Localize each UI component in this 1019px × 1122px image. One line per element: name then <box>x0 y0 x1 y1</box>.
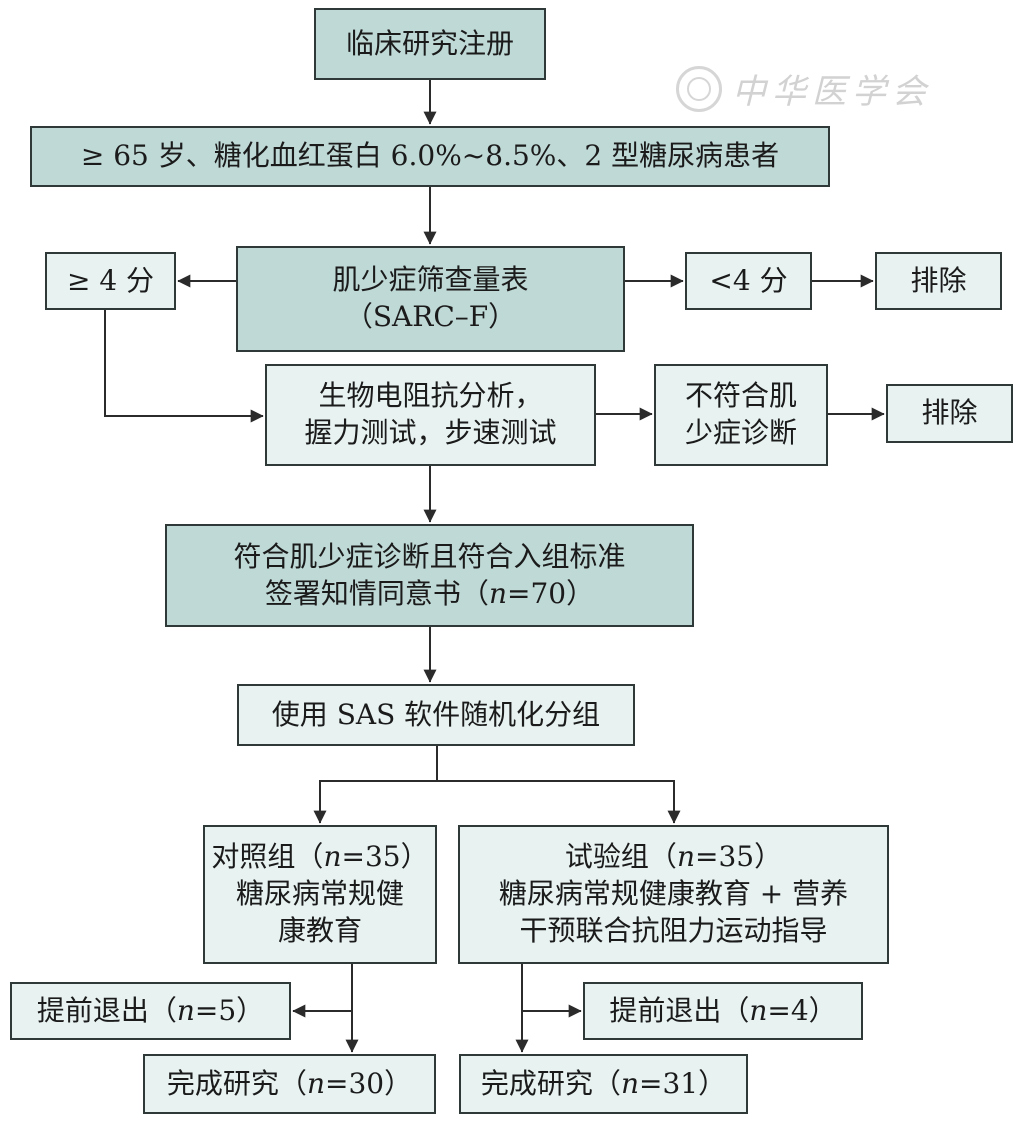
box-enrolled: 符合肌少症诊断且符合入组标准签署知情同意书（n=70） <box>165 524 694 627</box>
node-text-line: 提前退出（n=5） <box>36 993 265 1027</box>
node-text-line: （SARC–F） <box>344 300 517 333</box>
node-text-line: 肌少症筛查量表 <box>332 263 529 297</box>
watermark: 中华医学会 <box>676 64 932 113</box>
box-control-complete: 完成研究（n=30） <box>143 1054 436 1114</box>
node-text-line: 康教育 <box>277 913 362 947</box>
node-text-line: 提前退出（n=4） <box>609 993 837 1027</box>
node-text-line: 糖尿病常规健 <box>235 877 404 911</box>
node-text-line: 握力测试，步速测试 <box>304 416 557 449</box>
box-trial-group: 试验组（n=35）糖尿病常规健康教育 + 营养干预联合抗阻力运动指导 <box>458 825 889 964</box>
arrow-score-high-to-assessment <box>104 310 264 423</box>
node-text-line: 临床研究注册 <box>345 26 514 60</box>
node-text-line: 少症诊断 <box>684 416 797 449</box>
node-text-line: 生物电阻抗分析， <box>318 379 543 413</box>
box-inclusion-criteria: ≥ 65 岁、糖化血红蛋白 6.0%~8.5%、2 型糖尿病患者 <box>30 126 830 187</box>
box-score-low: <4 分 <box>685 252 812 310</box>
node-text-line: 签署知情同意书（n=70） <box>264 576 595 610</box>
node-text-line: 完成研究（n=30） <box>166 1066 413 1100</box>
box-randomization: 使用 SAS 软件随机化分组 <box>237 684 635 746</box>
node-text-line: 完成研究（n=31） <box>480 1066 727 1100</box>
box-registration: 临床研究注册 <box>314 8 546 80</box>
node-text-line: 符合肌少症诊断且符合入组标准 <box>233 539 626 573</box>
node-text-line: 试验组（n=35） <box>564 840 783 874</box>
branch-randomization <box>319 746 675 822</box>
box-not-diagnosed: 不符合肌少症诊断 <box>654 364 828 466</box>
watermark-seal-icon <box>676 65 722 112</box>
box-trial-withdraw: 提前退出（n=4） <box>583 982 863 1040</box>
box-assessment: 生物电阻抗分析，握力测试，步速测试 <box>265 364 596 466</box>
node-text-line: 对照组（n=35） <box>211 840 429 874</box>
node-text-line: 干预联合抗阻力运动指导 <box>519 913 828 947</box>
box-trial-complete: 完成研究（n=31） <box>459 1054 748 1114</box>
node-text-line: <4 分 <box>709 263 788 297</box>
box-sarcopenia-screening: 肌少症筛查量表（SARC–F） <box>236 246 625 352</box>
box-score-high: ≥ 4 分 <box>45 252 176 310</box>
box-control-withdraw: 提前退出（n=5） <box>10 982 291 1040</box>
box-exclude-1: 排除 <box>875 252 1002 310</box>
node-text-line: 使用 SAS 软件随机化分组 <box>271 697 601 731</box>
node-text-line: 不符合肌 <box>684 379 797 413</box>
node-text-line: ≥ 65 岁、糖化血红蛋白 6.0%~8.5%、2 型糖尿病患者 <box>80 139 780 173</box>
box-exclude-2: 排除 <box>886 384 1013 443</box>
node-text-line: 糖尿病常规健康教育 + 营养 <box>498 877 849 911</box>
watermark-text: 中华医学会 <box>732 72 932 112</box>
node-text-line: ≥ 4 分 <box>66 263 155 297</box>
node-text-line: 排除 <box>921 396 978 430</box>
node-text-line: 排除 <box>910 263 967 297</box>
box-control-group: 对照组（n=35）糖尿病常规健康教育 <box>203 825 437 964</box>
